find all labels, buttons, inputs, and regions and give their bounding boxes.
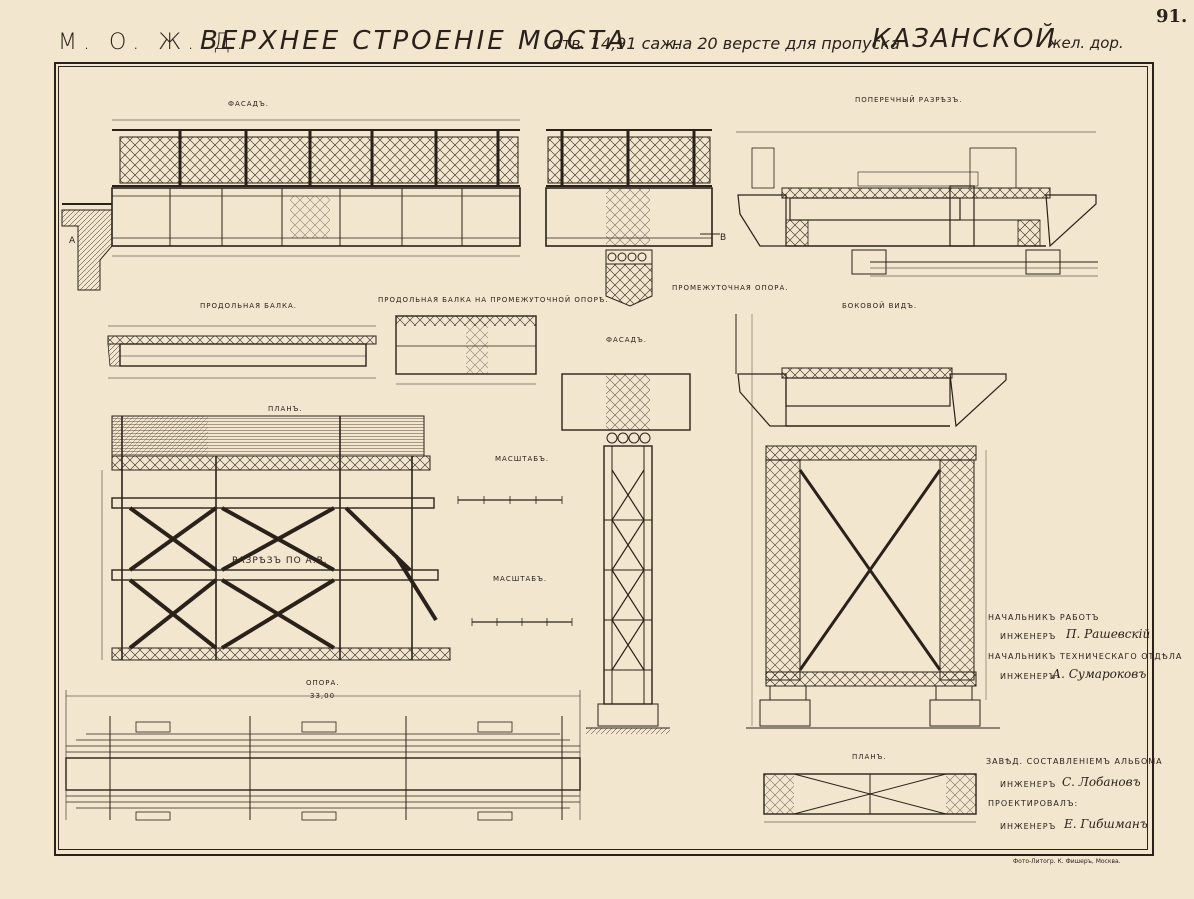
signature-name-2: А. Сумароковъ [1052, 667, 1147, 681]
signature-name-4: Е. Гибшманъ [1064, 817, 1148, 831]
signature-title-4: ИНЖЕНЕРЪ [1000, 822, 1057, 831]
road-name: КАЗАНСКОЙ [872, 24, 1057, 54]
section-marker-a: А [69, 236, 77, 246]
scale-bars [457, 496, 573, 626]
signature-role-1: НАЧАЛЬНИКЪ РАБОТЪ [988, 613, 1100, 622]
signature-title-3: ИНЖЕНЕРЪ [1000, 780, 1057, 789]
scale-label-1: МАСШТАБЪ. [495, 455, 550, 463]
signature-title-1: ИНЖЕНЕРЪ [1000, 632, 1057, 641]
road-suffix: жел. дор. [1048, 34, 1124, 52]
support-plan-drawing [763, 773, 977, 823]
support-label: ОПОРА. [306, 679, 340, 687]
plan-label: ПЛАНЪ. [268, 405, 303, 413]
longitudinal-beam-label: ПРОДОЛЬНАЯ БАЛКА. [200, 302, 298, 310]
scale-label-2: МАСШТАБЪ. [493, 575, 548, 583]
longitudinal-beam-drawing [107, 315, 537, 385]
location-label: на 20 версте для пропуска [672, 34, 900, 53]
section-marker-b: В [720, 233, 728, 243]
support-table-drawing [65, 690, 581, 821]
support-facade-label: ФАСАДЪ. [606, 336, 648, 344]
signature-role-2: НАЧАЛЬНИКЪ ТЕХНИЧЕСКАГО ОТДѢЛА [988, 652, 1183, 661]
page-number: 91. [1156, 6, 1188, 27]
signature-role-3: ЗАВѢД. СОСТАВЛЕНIЕМЪ АЛЬБОМА [986, 757, 1163, 766]
inner-frame [58, 66, 1148, 850]
intermediate-support-label: ПРОМЕЖУТОЧНАЯ ОПОРА. [672, 284, 789, 292]
section-ab-label: РАЗРѢЗЪ ПО А.В. [232, 556, 328, 566]
signature-name-3: С. Лобановъ [1062, 775, 1141, 789]
support-facade-drawing [561, 373, 691, 734]
drawing-title: ВЕРХНЕЕ СТРОЕНIЕ МОСТА [200, 26, 628, 56]
signature-title-2: ИНЖЕНЕРЪ [1000, 672, 1057, 681]
cross-section-label: ПОПЕРЕЧНЫЙ РАЗРѢЗЪ. [855, 96, 963, 104]
side-view-label: БОКОВОЙ ВИДЪ. [842, 302, 918, 310]
facade-truss-right [545, 129, 720, 307]
signature-name-1: П. Рашевскiй [1066, 627, 1151, 641]
longitudinal-beam-support-label: ПРОДОЛЬНАЯ БАЛКА НА ПРОМЕЖУТОЧНОЙ ОПОРѢ. [378, 296, 609, 304]
railway-abbreviation: М. О. Ж. Д. [58, 30, 250, 55]
printer-credit: Фото-Литогр. К. Фишеръ, Москва. [1013, 858, 1121, 865]
signature-role-4: ПРОЕКТИРОВАЛЪ: [988, 799, 1079, 808]
side-view-drawing [735, 314, 1007, 729]
cross-section-drawing [736, 131, 1098, 277]
facade-truss [61, 119, 521, 291]
facade-label: ФАСАДЪ. [228, 100, 270, 108]
support-plan-label: ПЛАНЪ. [852, 753, 887, 761]
span-label: отв. 14,91 саж. [552, 34, 680, 53]
plan-drawing [101, 415, 451, 661]
outer-frame [54, 62, 1154, 856]
